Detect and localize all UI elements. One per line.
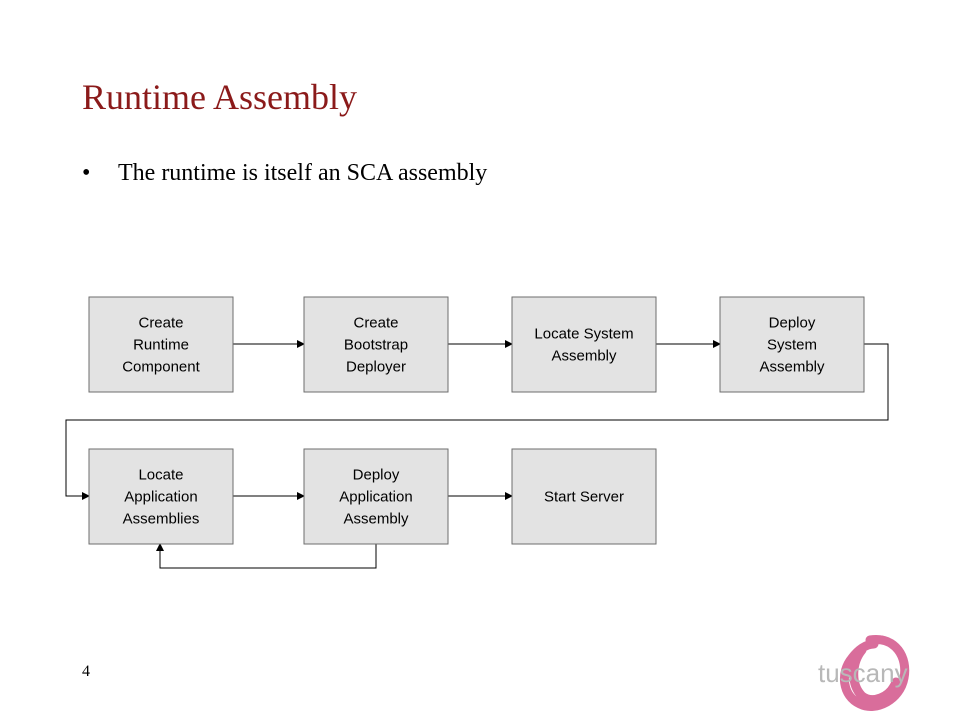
- bullet-text: The runtime is itself an SCA assembly: [118, 160, 488, 186]
- logo-text: tuscany: [818, 658, 908, 688]
- slide-title: Runtime Assembly: [82, 77, 358, 117]
- flow-connectors: [65, 340, 889, 569]
- loop-deploy-app-to-locate-apps: [156, 543, 377, 569]
- page-number: 4: [82, 663, 90, 680]
- bullet-dot: •: [82, 160, 91, 186]
- flow-box: [511, 448, 657, 545]
- bullet-item: • The runtime is itself an SCA assembly: [82, 160, 487, 187]
- flow-box: [511, 296, 657, 393]
- connector-deploy-system-to-locate-apps: [65, 343, 889, 500]
- tuscany-logo: tuscany: [818, 635, 910, 711]
- flow-box: [303, 296, 449, 393]
- flow-box: [719, 296, 865, 393]
- flow-box-label: Start Server: [544, 489, 624, 506]
- logo-ring: [840, 635, 910, 711]
- flow-box: [88, 296, 234, 393]
- flow-box: [303, 448, 449, 545]
- flow-box: [88, 448, 234, 545]
- flow-step-start-server: Start Server: [511, 448, 657, 545]
